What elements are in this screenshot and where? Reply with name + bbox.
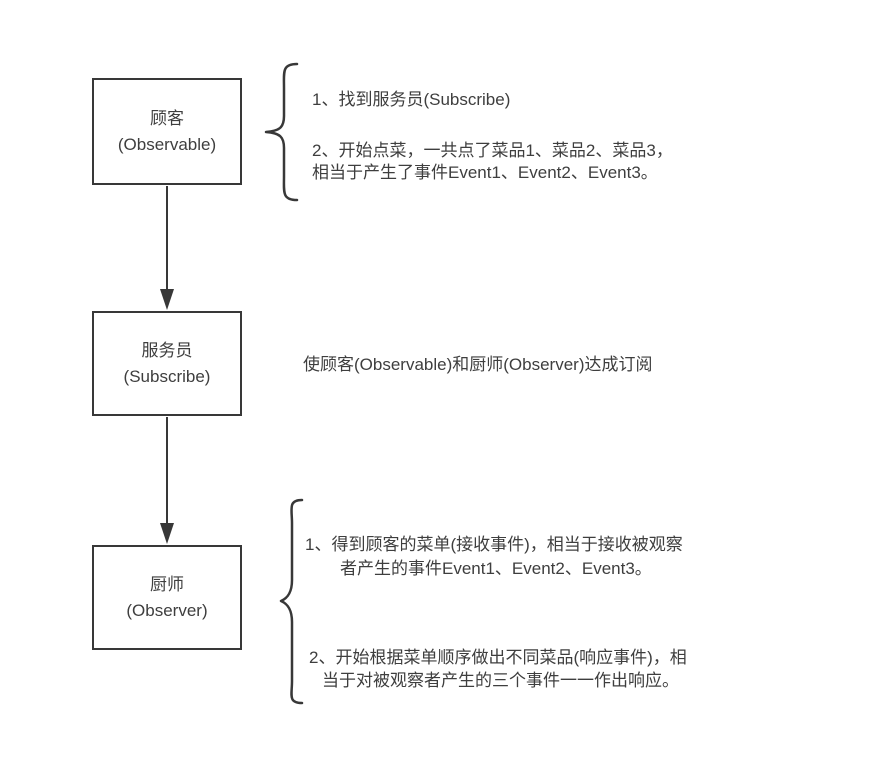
note-line: 2、开始根据菜单顺序做出不同菜品(响应事件)，相 bbox=[309, 648, 687, 667]
node-title: 顾客 bbox=[150, 108, 184, 128]
node-chef: 厨师 (Observer) bbox=[92, 545, 242, 650]
arrow-waiter-to-chef bbox=[160, 417, 174, 544]
node-title: 服务员 bbox=[141, 340, 193, 360]
note-line: 使顾客(Observable)和厨师(Observer)达成订阅 bbox=[303, 355, 653, 374]
node-customer: 顾客 (Observable) bbox=[92, 78, 242, 185]
left-curly-brace-icon bbox=[279, 498, 304, 705]
node-subtitle: (Subscribe) bbox=[123, 366, 211, 386]
note-line: 2、开始点菜，一共点了菜品1、菜品2、菜品3， bbox=[312, 141, 673, 160]
down-arrowhead-icon bbox=[160, 289, 174, 310]
customer-note-item2: 2、开始点菜，一共点了菜品1、菜品2、菜品3， 相当于产生了事件Event1、E… bbox=[312, 140, 673, 184]
left-curly-brace-icon bbox=[264, 62, 299, 202]
note-line: 1、找到服务员(Subscribe) bbox=[312, 90, 511, 109]
arrow-customer-to-waiter bbox=[160, 186, 174, 310]
note-line: 1、得到顾客的菜单(接收事件)，相当于接收被观察 bbox=[305, 535, 683, 554]
note-line: 相当于产生了事件Event1、Event2、Event3。 bbox=[312, 163, 658, 182]
node-title: 厨师 bbox=[150, 574, 184, 594]
note-line: 当于对被观察者产生的三个事件一一作出响应。 bbox=[322, 671, 679, 690]
down-arrowhead-icon bbox=[160, 523, 174, 544]
node-subtitle: (Observable) bbox=[117, 134, 217, 154]
chef-note-item1: 1、得到顾客的菜单(接收事件)，相当于接收被观察 者产生的事件Event1、Ev… bbox=[305, 533, 683, 581]
note-line: 者产生的事件Event1、Event2、Event3。 bbox=[340, 559, 652, 578]
waiter-note: 使顾客(Observable)和厨师(Observer)达成订阅 bbox=[303, 354, 653, 376]
node-waiter: 服务员 (Subscribe) bbox=[92, 311, 242, 416]
chef-note-item2: 2、开始根据菜单顺序做出不同菜品(响应事件)，相 当于对被观察者产生的三个事件一… bbox=[309, 646, 687, 692]
node-subtitle: (Observer) bbox=[126, 600, 208, 620]
customer-note-item1: 1、找到服务员(Subscribe) bbox=[312, 89, 510, 111]
